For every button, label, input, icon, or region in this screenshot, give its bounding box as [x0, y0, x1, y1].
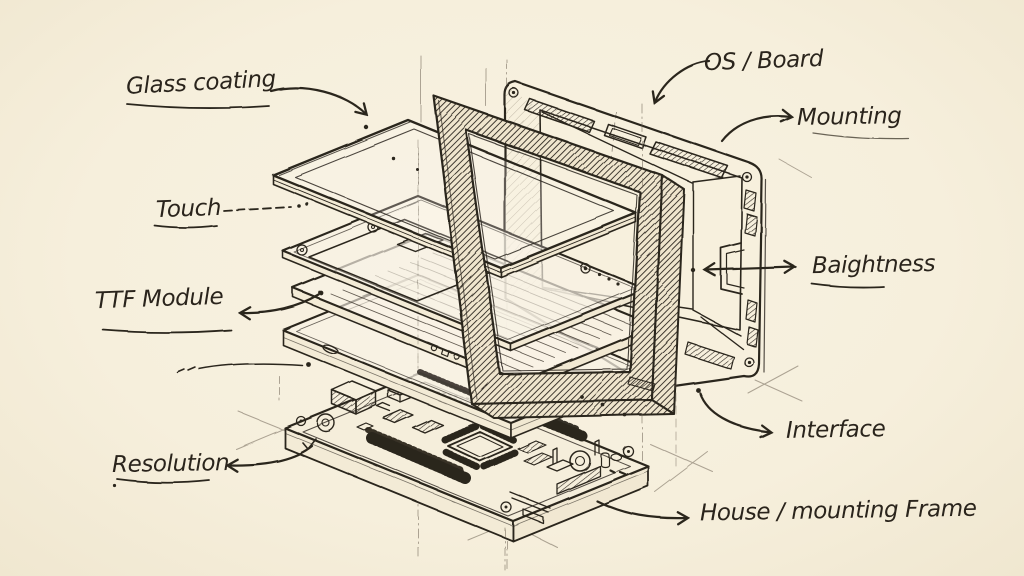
label-underlines — [102, 103, 910, 484]
ttf-leader-squiggle — [176, 362, 303, 373]
touch-leader — [223, 206, 292, 212]
os-board-arrow — [655, 59, 711, 102]
glass-coating-arrow — [269, 86, 366, 114]
ttf-module-arrow — [241, 293, 321, 313]
label-os-board: OS / Board — [703, 45, 824, 77]
construction-lines-over — [417, 103, 677, 571]
label-resolution: Resolution — [111, 449, 230, 479]
label-touch: Touch — [155, 194, 222, 224]
mounting-arrow — [720, 116, 791, 143]
resolution-checkmark — [302, 438, 317, 450]
pcb-board-layer — [283, 371, 650, 542]
interface-arrow — [698, 391, 770, 432]
ink-dots — [113, 124, 701, 488]
bezel-frame — [432, 94, 685, 419]
label-mounting: Mounting — [796, 103, 902, 131]
house-frame-arrow — [595, 499, 687, 518]
label-ttf-module: TTF Module — [94, 283, 224, 315]
resolution-arrow — [228, 444, 314, 465]
label-house-mounting-frame: House / mounting Frame — [699, 495, 977, 527]
brightness-arrow — [706, 267, 794, 270]
label-brightness: Baightness — [811, 250, 936, 280]
callout-leaders — [102, 59, 910, 518]
label-interface: Interface — [785, 416, 886, 444]
